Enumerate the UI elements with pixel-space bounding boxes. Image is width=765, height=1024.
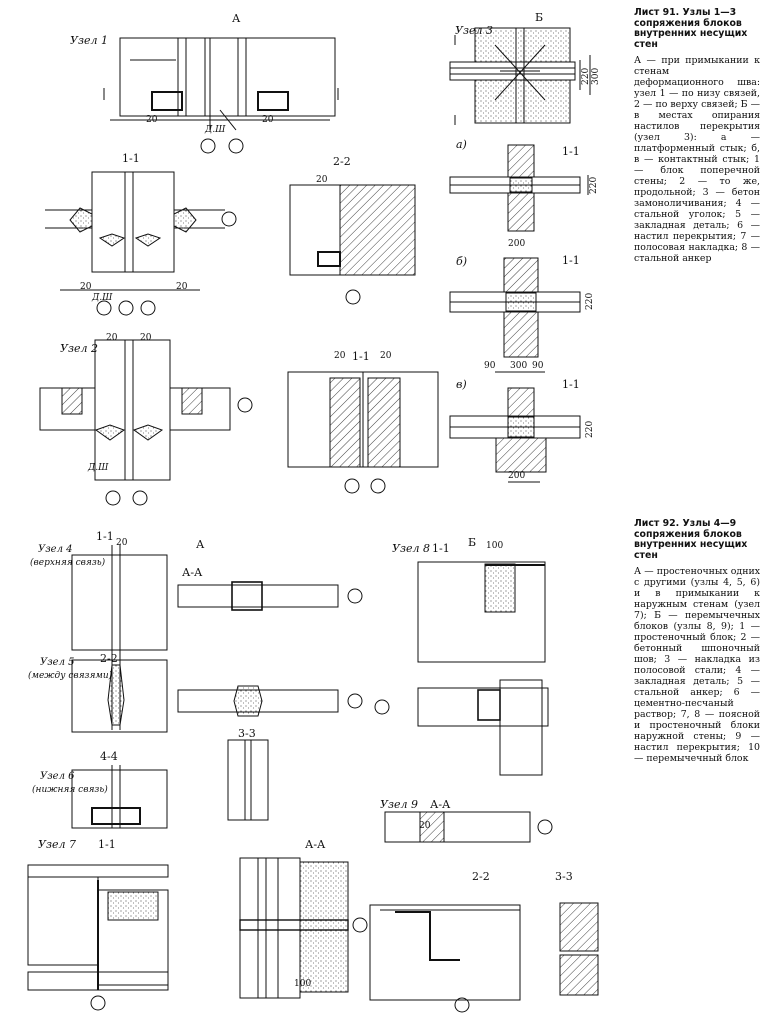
label-s11-g: 1-1: [432, 542, 450, 555]
label-dsh-c: Д.Ш: [87, 463, 109, 473]
uzel7: [27, 864, 169, 1011]
dim-20-e: 20: [176, 282, 188, 292]
uzel9-section-AA: [384, 811, 553, 843]
uzel9-section-2-2: [369, 904, 521, 1013]
label-s33-b: 3-3: [555, 870, 573, 883]
label-s11-b: 1-1: [562, 145, 580, 158]
dim-200-b: 200: [508, 471, 525, 481]
dim-20-g: 20: [140, 333, 152, 343]
label-uzel6: Узел 6: [40, 771, 75, 782]
dim-90-b: 90: [532, 361, 544, 371]
uzel2-plan: [39, 339, 253, 506]
sheet92-caption: Лист 92. Узлы 4—9 сопряжения блоков внут…: [634, 518, 760, 764]
dim-220-a: 220: [581, 68, 591, 85]
dim-220-c: 220: [585, 293, 595, 310]
dim-20-k: 20: [419, 821, 431, 831]
uzel1-elevation: [103, 37, 339, 154]
label-s22-a: 2-2: [333, 155, 351, 168]
label-dsh-a: Д.Ш: [204, 125, 226, 135]
label-uzel7: Узел 7: [38, 838, 76, 851]
label-sAA-b: А-А: [430, 798, 451, 811]
label-B: Б: [535, 11, 543, 24]
label-sAA-c: А-А: [305, 838, 326, 851]
section-3-3: [227, 739, 269, 821]
uzel4-6-elevation: [71, 545, 168, 829]
dim-20-a: 20: [146, 115, 158, 125]
label-uzel5: Узел 5: [40, 657, 75, 668]
section-2-2: [289, 184, 416, 305]
label-uzel4-note: (верхняя связь): [30, 557, 106, 568]
label-variant-b: б): [456, 255, 467, 268]
uzel3-variant-a: [449, 144, 589, 232]
uzel3-variant-v: [449, 387, 581, 483]
dim-300: 300: [510, 361, 527, 371]
label-A-2: А: [196, 538, 205, 551]
dimension-220-300: 220 300 220 220 220: [581, 68, 601, 438]
label-B-2: Б: [468, 536, 476, 549]
uzel8: [374, 561, 549, 776]
uzel1-section-1-1: [45, 171, 237, 316]
label-variant-v: в): [456, 378, 467, 391]
dim-20-f: 20: [106, 333, 118, 343]
label-s11-d: 1-1: [562, 378, 580, 391]
dim-300-b: 300: [591, 68, 601, 85]
label-uzel2: Узел 2: [60, 342, 98, 355]
uzel2-section-1-1: [287, 371, 439, 494]
label-sAA-a: А-А: [182, 566, 203, 579]
sheet91-legend: А — при примыкании к стенам деформационн…: [634, 55, 760, 264]
dim-20-j: 20: [116, 538, 128, 548]
label-s44: 4-4: [100, 750, 118, 763]
dim-220-b: 220: [589, 177, 599, 194]
uzel3-variant-b: [449, 257, 581, 373]
label-uzel3: Узел 3: [455, 24, 493, 37]
dim-20-c: 20: [316, 175, 328, 185]
label-s11-h: 1-1: [98, 838, 116, 851]
label-dsh-b: Д.Ш: [91, 293, 113, 303]
label-s11-a: 1-1: [122, 152, 140, 165]
label-uzel9: Узел 9: [380, 798, 418, 811]
sheet92-legend: А — простеночных одних с другими (узлы 4…: [634, 566, 760, 764]
uzel7-section-AA: [239, 857, 368, 999]
label-uzel6-note: (нижняя связь): [32, 784, 108, 795]
dim-100-b: 100: [294, 979, 311, 989]
dim-220-d: 220: [585, 421, 595, 438]
label-s22-b: 2-2: [100, 652, 118, 665]
uzel9-section-3-3: [559, 902, 599, 996]
sheet92-heading: Лист 92. Узлы 4—9 сопряжения блоков внут…: [634, 518, 748, 561]
label-s11-e: 1-1: [352, 350, 370, 363]
sheet91-caption: Лист 91. Узлы 1—3 сопряжения блоков внут…: [634, 7, 760, 264]
dim-200-a: 200: [508, 239, 525, 249]
dim-20-i: 20: [380, 351, 392, 361]
label-uzel5-note: (между связями): [28, 670, 113, 681]
label-s22-c: 2-2: [472, 870, 490, 883]
sheet91-heading: Лист 91. Узлы 1—3 сопряжения блоков внут…: [634, 7, 748, 50]
dim-100-a: 100: [486, 541, 503, 551]
dim-20-b: 20: [262, 115, 274, 125]
drawing-labels: А Б Узел 1 Узел 3 1-1 2-2 1-1 1-1 1-1 а)…: [28, 11, 580, 989]
label-uzel4: Узел 4: [38, 544, 73, 555]
label-uzel8: Узел 8: [392, 542, 430, 555]
dim-20-h: 20: [334, 351, 346, 361]
label-uzel1: Узел 1: [70, 34, 108, 47]
uzel3-plan: [449, 27, 591, 125]
label-s11-c: 1-1: [562, 254, 580, 267]
label-s11-f: 1-1: [96, 530, 114, 543]
label-variant-a: а): [456, 138, 467, 151]
dim-90-a: 90: [484, 361, 496, 371]
dim-20-d: 20: [80, 282, 92, 292]
label-s33-a: 3-3: [238, 727, 256, 740]
sheet92-section-AA: [177, 581, 363, 717]
label-A: А: [232, 12, 241, 25]
